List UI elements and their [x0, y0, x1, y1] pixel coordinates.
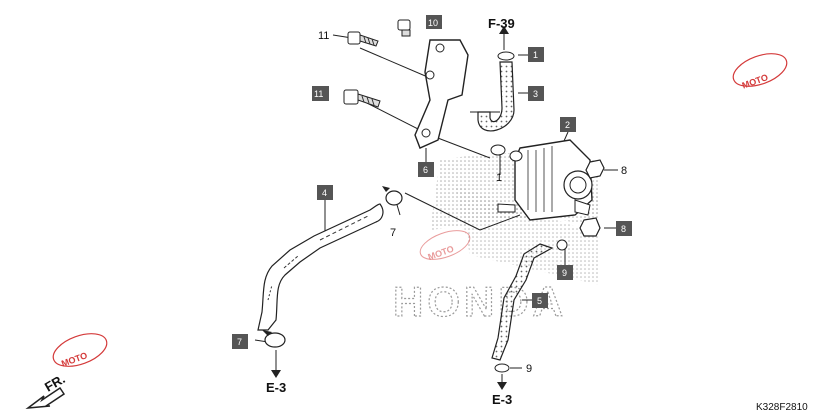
callout-5[interactable]: 5: [532, 293, 548, 308]
svg-text:2: 2: [565, 120, 570, 130]
arrow-f39: [499, 26, 509, 50]
svg-text:1: 1: [533, 50, 538, 60]
mounting-bracket: [414, 39, 469, 149]
hose-clamp-upper: [382, 186, 403, 206]
label-9[interactable]: 9: [526, 363, 532, 375]
svg-text:5: 5: [537, 296, 542, 306]
svg-text:8: 8: [621, 224, 626, 234]
callout-9-box[interactable]: 9: [557, 265, 573, 280]
bolt-upper: [347, 31, 379, 47]
nut-lower: [579, 217, 601, 237]
bolt-lower: [343, 89, 381, 108]
label-7[interactable]: 7: [390, 227, 396, 239]
ref-e3-left: E-3: [266, 380, 286, 395]
clip-ring-9-upper: [556, 239, 568, 251]
callout-10[interactable]: 10: [426, 15, 442, 29]
arrow-e3-right: [497, 374, 507, 390]
front-arrow-icon: [25, 386, 66, 409]
callout-4[interactable]: 4: [317, 185, 333, 200]
svg-text:3: 3: [533, 89, 538, 99]
clip-ring-top: [497, 51, 515, 61]
hose-long: [257, 203, 384, 331]
svg-text:9: 9: [562, 268, 567, 278]
callout-2[interactable]: 2: [560, 117, 576, 132]
diagram-code: K328F2810: [756, 402, 808, 413]
fuel-pump: [497, 139, 593, 221]
ref-f39: F-39: [488, 16, 515, 31]
moto-watermark-bottom-left: MOTO: [52, 333, 108, 369]
callout-7-box[interactable]: 7: [232, 334, 248, 349]
o-ring: [490, 144, 506, 156]
hose-clamp-lower: [262, 330, 286, 348]
clip-ring-9-lower: [494, 363, 510, 373]
moto-watermark-top-right: MOTO: [732, 53, 788, 91]
svg-text:6: 6: [423, 165, 428, 175]
svg-text:MOTO: MOTO: [741, 72, 770, 91]
callout-11-box[interactable]: 11: [312, 86, 329, 101]
svg-text:11: 11: [314, 89, 323, 99]
nut-upper: [585, 159, 605, 179]
front-label: FR.: [42, 371, 68, 394]
svg-text:MOTO: MOTO: [427, 244, 456, 263]
callout-1-box[interactable]: 1: [528, 47, 544, 62]
bolt-10: [397, 19, 411, 37]
hose-lower: [491, 243, 554, 361]
svg-text:10: 10: [428, 18, 438, 28]
label-11[interactable]: 11: [318, 30, 329, 42]
callout-8-box[interactable]: 8: [616, 221, 632, 236]
svg-text:4: 4: [322, 188, 327, 198]
arrow-e3-left: [271, 350, 281, 378]
label-1[interactable]: 1: [496, 172, 502, 184]
svg-text:7: 7: [237, 337, 242, 347]
label-8[interactable]: 8: [621, 165, 627, 177]
ref-e3-right: E-3: [492, 392, 512, 407]
callout-6[interactable]: 6: [418, 162, 434, 177]
hose-upper: [470, 61, 515, 132]
callout-3[interactable]: 3: [528, 86, 544, 101]
